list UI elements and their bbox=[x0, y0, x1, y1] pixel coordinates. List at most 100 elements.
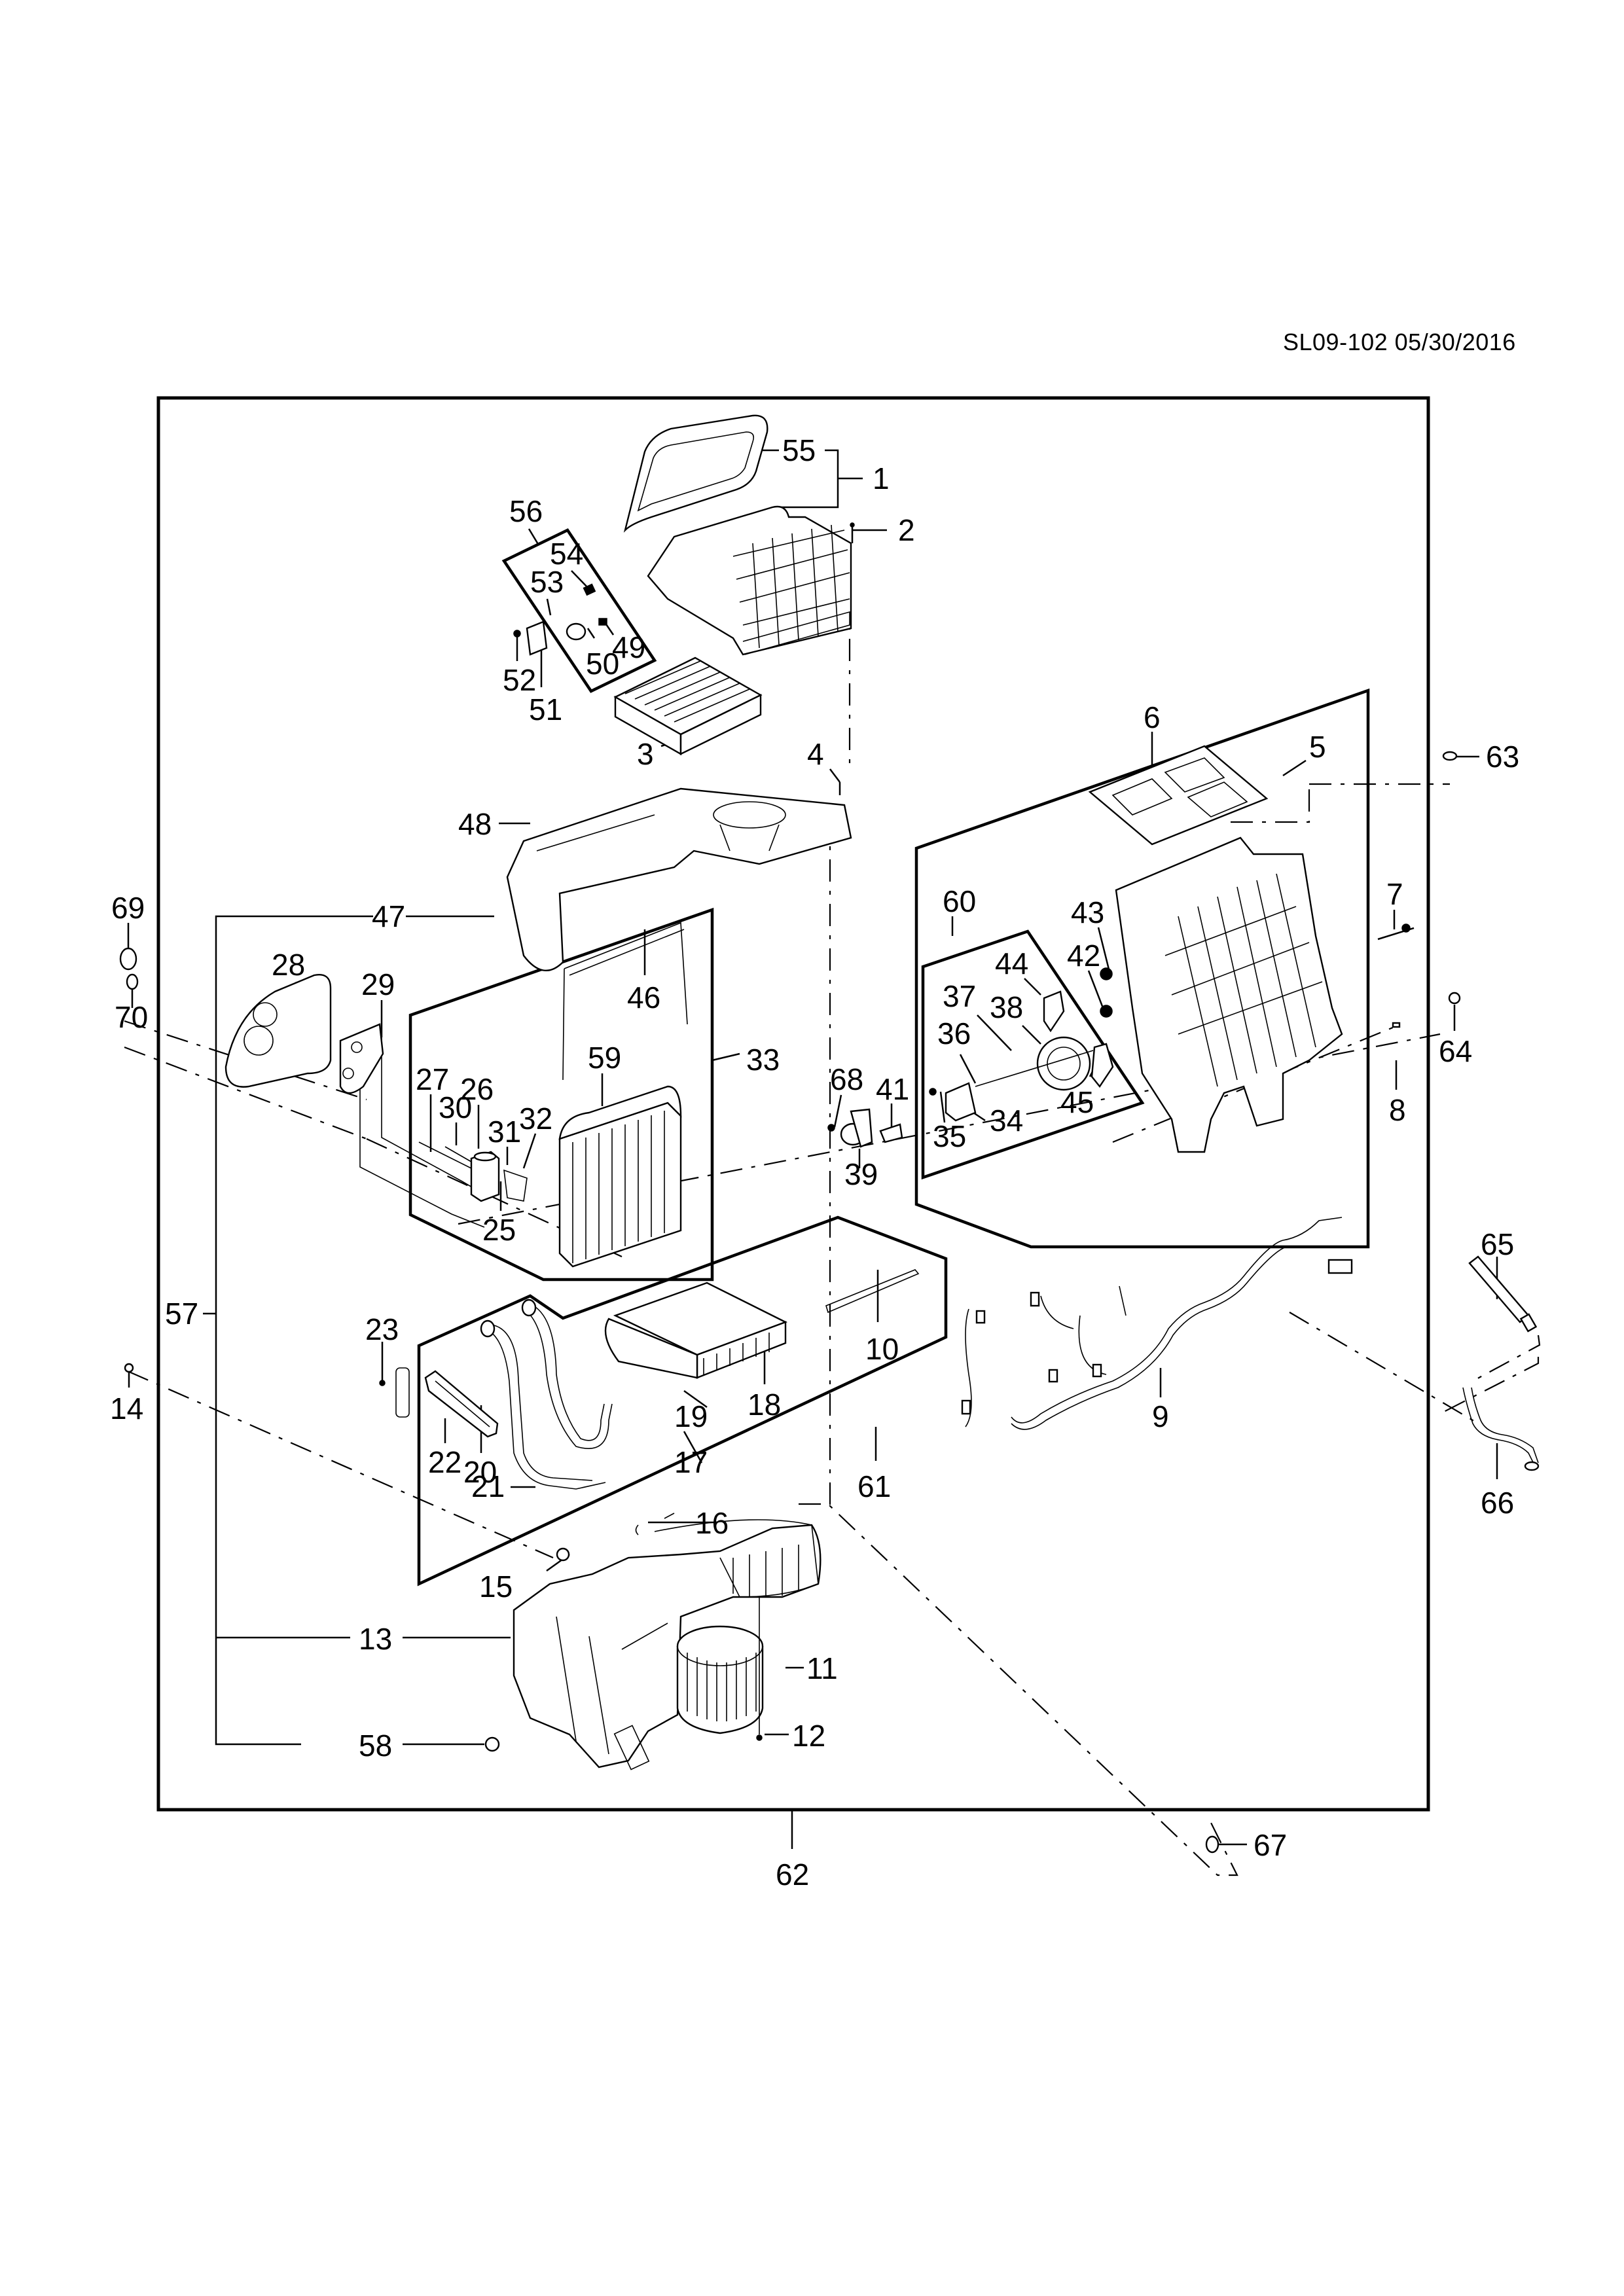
callout-10: 10 bbox=[865, 1332, 899, 1366]
document-date: 05/30/2016 bbox=[1394, 329, 1516, 355]
callout-44: 44 bbox=[995, 946, 1028, 980]
callout-3: 3 bbox=[637, 737, 654, 771]
callout-15: 15 bbox=[479, 1570, 513, 1604]
callout-25: 25 bbox=[482, 1213, 516, 1247]
callout-37: 37 bbox=[943, 979, 976, 1013]
callout-23: 23 bbox=[365, 1312, 399, 1346]
callout-18: 18 bbox=[748, 1388, 781, 1422]
callout-7: 7 bbox=[1386, 877, 1403, 911]
callout-36: 36 bbox=[937, 1016, 971, 1050]
part-66-hose bbox=[1462, 1387, 1540, 1471]
callout-11: 11 bbox=[806, 1651, 838, 1685]
part-22-seal bbox=[424, 1370, 499, 1438]
callout-22: 22 bbox=[428, 1445, 461, 1479]
part-69-70-seals bbox=[119, 947, 139, 990]
callout-33: 33 bbox=[746, 1043, 780, 1077]
callout-63: 63 bbox=[1486, 740, 1519, 774]
panel-61-heater-core bbox=[417, 1215, 948, 1587]
callout-2: 2 bbox=[898, 513, 915, 547]
callout-21: 21 bbox=[471, 1469, 505, 1503]
callout-65: 65 bbox=[1481, 1227, 1514, 1261]
callout-35: 35 bbox=[933, 1119, 966, 1153]
part-15-16-fasteners bbox=[556, 1513, 675, 1562]
callout-31: 31 bbox=[488, 1115, 521, 1149]
part-11-blower-motor bbox=[676, 1597, 764, 1741]
part-46-seal bbox=[562, 922, 688, 1081]
callout-61: 61 bbox=[857, 1469, 891, 1503]
callout-6: 6 bbox=[1144, 700, 1161, 734]
callout-48: 48 bbox=[458, 807, 492, 841]
callout-12: 12 bbox=[792, 1719, 825, 1753]
callout-16: 16 bbox=[695, 1506, 729, 1540]
callout-49: 49 bbox=[612, 630, 645, 664]
part-2-screw bbox=[850, 522, 855, 543]
callout-57: 57 bbox=[165, 1297, 198, 1331]
callout-53: 53 bbox=[530, 565, 564, 599]
part-47-lower-case bbox=[506, 782, 852, 971]
part-23-screw bbox=[379, 1367, 410, 1418]
part-60-mode-actuator-items bbox=[929, 967, 1114, 1122]
part-13-blower-housing bbox=[513, 1519, 821, 1770]
part-26-expansion-valve bbox=[418, 1141, 528, 1202]
part-29-gasket bbox=[339, 1023, 384, 1094]
callout-32: 32 bbox=[519, 1102, 552, 1136]
part-3-air-filter bbox=[613, 656, 763, 756]
callout-1: 1 bbox=[873, 461, 890, 495]
callout-51: 51 bbox=[529, 692, 562, 726]
part-20-21-hoses bbox=[480, 1299, 613, 1490]
callout-4: 4 bbox=[807, 737, 824, 771]
callout-70: 70 bbox=[115, 1000, 148, 1034]
part-67-washer bbox=[1205, 1835, 1219, 1854]
callout-67: 67 bbox=[1254, 1828, 1287, 1862]
callout-labels: 55 1 2 56 54 53 49 50 52 51 3 4 48 47 46… bbox=[110, 433, 1519, 1892]
callout-29: 29 bbox=[361, 967, 395, 1001]
callout-62: 62 bbox=[776, 1857, 809, 1892]
callout-43: 43 bbox=[1071, 895, 1104, 929]
callout-50: 50 bbox=[586, 647, 619, 681]
part-18-heater-core bbox=[604, 1282, 788, 1379]
callout-26: 26 bbox=[460, 1072, 494, 1106]
part-6-hvac-case bbox=[1088, 745, 1343, 1153]
part-39-actuator bbox=[827, 1108, 903, 1148]
callout-39: 39 bbox=[844, 1157, 878, 1191]
document-code-date: SL09-102 05/30/2016 bbox=[1283, 329, 1516, 356]
panel-60-mode-actuator bbox=[921, 929, 1145, 1180]
callout-42: 42 bbox=[1067, 939, 1100, 973]
callout-28: 28 bbox=[272, 948, 305, 982]
part-7-sensor bbox=[1377, 924, 1415, 941]
callout-13: 13 bbox=[359, 1622, 392, 1656]
callout-41: 41 bbox=[876, 1072, 909, 1106]
callout-45: 45 bbox=[1060, 1085, 1094, 1119]
callout-56: 56 bbox=[509, 494, 543, 528]
callout-55: 55 bbox=[782, 433, 816, 467]
part-8-clip bbox=[1392, 1022, 1401, 1028]
part-28-plate bbox=[225, 974, 332, 1088]
callout-8: 8 bbox=[1389, 1093, 1406, 1127]
callout-14: 14 bbox=[110, 1391, 143, 1426]
callout-17: 17 bbox=[674, 1445, 708, 1479]
callout-52: 52 bbox=[503, 663, 536, 697]
callout-59: 59 bbox=[588, 1041, 621, 1075]
part-65-hose bbox=[1468, 1255, 1541, 1382]
part-55-seal bbox=[623, 414, 768, 533]
panel-33-evaporator bbox=[408, 907, 714, 1282]
part-9-wiring-harness bbox=[961, 1217, 1353, 1430]
part-63-nut bbox=[1442, 751, 1458, 761]
part-10-seal-strip bbox=[825, 1269, 920, 1314]
callout-54: 54 bbox=[550, 537, 583, 571]
leader-lines bbox=[127, 449, 1498, 1849]
callout-34: 34 bbox=[990, 1103, 1023, 1138]
document-code: SL09-102 bbox=[1283, 329, 1388, 355]
callout-5: 5 bbox=[1309, 730, 1326, 764]
part-58-nut bbox=[484, 1736, 500, 1752]
callout-47: 47 bbox=[372, 899, 405, 933]
part-64-nut bbox=[1448, 992, 1461, 1005]
callout-19: 19 bbox=[674, 1399, 708, 1433]
part-59-evaporator-core bbox=[558, 1085, 682, 1268]
part-56-actuator-items bbox=[513, 583, 607, 656]
part-14-pin bbox=[124, 1363, 134, 1373]
part-1-upper-case bbox=[647, 505, 852, 656]
callout-58: 58 bbox=[359, 1729, 392, 1763]
callout-60: 60 bbox=[943, 884, 976, 918]
